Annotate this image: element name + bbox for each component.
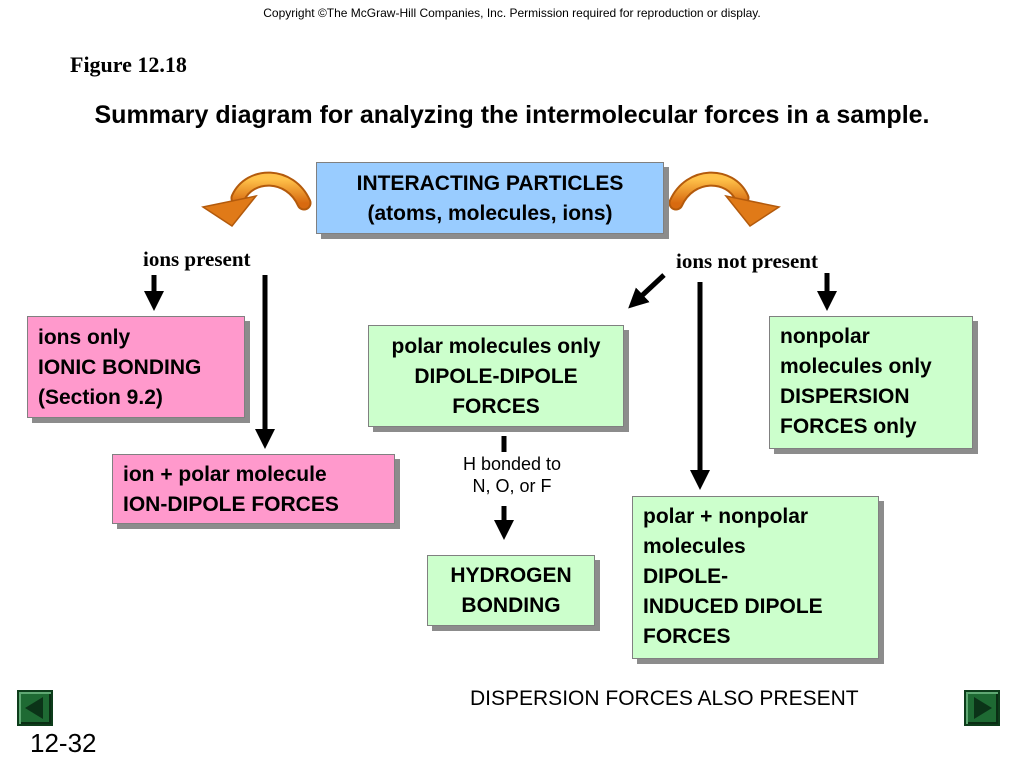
hydrogen-bonding-line-1: HYDROGEN bbox=[450, 564, 572, 587]
root-line-1: INTERACTING PARTICLES bbox=[356, 172, 624, 195]
ions-only-line-2: IONIC BONDING bbox=[38, 356, 202, 379]
dispersion-only-line-1: nonpolar bbox=[780, 325, 870, 348]
dispersion-only-box: nonpolar molecules only DISPERSION FORCE… bbox=[769, 316, 973, 449]
dipole-induced-line-1: polar + nonpolar bbox=[643, 505, 809, 528]
ions-present-label: ions present bbox=[143, 247, 251, 271]
triangle-left-icon bbox=[25, 697, 43, 719]
ion-dipole-line-1: ion + polar molecule bbox=[123, 463, 327, 486]
ions-only-line-1: ions only bbox=[38, 326, 131, 349]
dipole-induced-dipole-box: polar + nonpolar molecules DIPOLE- INDUC… bbox=[632, 496, 879, 659]
diagram-title: Summary diagram for analyzing the interm… bbox=[94, 101, 930, 129]
h-bond-line-1: H bonded to bbox=[462, 454, 562, 474]
dipole-dipole-box: polar molecules only DIPOLE-DIPOLE FORCE… bbox=[368, 325, 624, 427]
dipole-induced-line-4: INDUCED DIPOLE bbox=[643, 595, 823, 618]
hydrogen-bonding-line-2: BONDING bbox=[461, 594, 561, 617]
triangle-right-icon bbox=[974, 697, 992, 719]
dipole-dipole-line-2: DIPOLE-DIPOLE bbox=[414, 365, 578, 388]
interacting-particles-box: INTERACTING PARTICLES (atoms, molecules,… bbox=[316, 162, 664, 234]
dipole-dipole-line-3: FORCES bbox=[452, 395, 540, 418]
next-slide-button[interactable] bbox=[964, 690, 1000, 726]
ions-only-box: ions only IONIC BONDING (Section 9.2) bbox=[27, 316, 245, 418]
dispersion-only-line-3: DISPERSION bbox=[780, 385, 910, 408]
previous-slide-button[interactable] bbox=[17, 690, 53, 726]
dipole-induced-line-5: FORCES bbox=[643, 625, 731, 648]
ions-only-line-3: (Section 9.2) bbox=[38, 386, 163, 409]
arrow-to-polar-only bbox=[628, 273, 666, 309]
root-line-2: (atoms, molecules, ions) bbox=[367, 202, 613, 225]
dispersion-note: DISPERSION FORCES ALSO PRESENT bbox=[470, 687, 859, 710]
dipole-induced-line-3: DIPOLE- bbox=[643, 565, 729, 588]
ions-not-present-label: ions not present bbox=[676, 249, 818, 273]
slide-number: 12-32 bbox=[30, 728, 97, 758]
dipole-induced-line-2: molecules bbox=[643, 535, 746, 558]
h-bond-condition: H bonded to N, O, or F bbox=[432, 453, 592, 497]
curved-arrow-left-icon bbox=[201, 171, 312, 228]
hydrogen-bonding-box: HYDROGEN BONDING bbox=[427, 555, 595, 626]
curved-arrow-right-icon bbox=[668, 171, 781, 228]
ion-dipole-box: ion + polar molecule ION-DIPOLE FORCES bbox=[112, 454, 395, 524]
dipole-dipole-line-1: polar molecules only bbox=[391, 335, 601, 358]
figure-label: Figure 12.18 bbox=[70, 52, 187, 77]
copyright-notice: Copyright ©The McGraw-Hill Companies, In… bbox=[263, 6, 761, 20]
ion-dipole-line-2: ION-DIPOLE FORCES bbox=[123, 493, 339, 516]
dispersion-only-line-2: molecules only bbox=[780, 355, 932, 378]
dispersion-only-line-4: FORCES only bbox=[780, 415, 917, 438]
h-bond-line-2: N, O, or F bbox=[472, 476, 552, 496]
